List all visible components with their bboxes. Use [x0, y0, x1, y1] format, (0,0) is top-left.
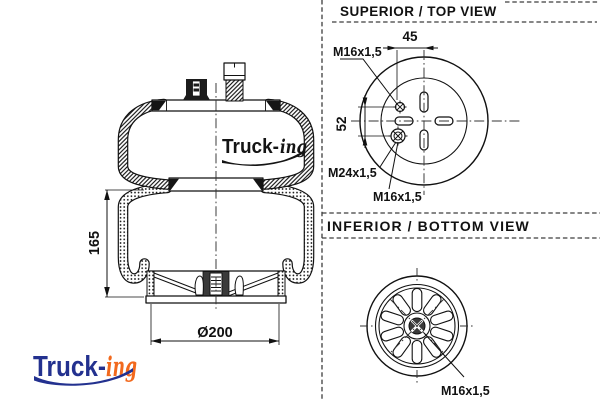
piston-clip-right — [234, 275, 244, 296]
dim-45: 45 — [383, 29, 438, 100]
dim-45-text: 45 — [402, 29, 418, 44]
brand-logo: Truck- ing — [33, 351, 137, 386]
panel-borders — [321, 0, 600, 400]
top-view-leaders — [340, 58, 399, 190]
top-view-centerlines — [351, 50, 521, 195]
bottom-view-centerlines — [360, 268, 474, 384]
side-view: Truck- ing 165 Ø200 — [87, 62, 315, 345]
piston-clip-left — [194, 275, 204, 296]
brand-logo-main: Truck- — [33, 351, 106, 383]
brand-logo-swoosh — [34, 368, 133, 386]
dim-165: 165 — [87, 189, 144, 298]
m16-hole-top — [393, 100, 407, 114]
thread-label-m16-bottom: M16x1,5 — [373, 190, 422, 204]
top-view-title: SUPERIOR / TOP VIEW — [340, 4, 497, 19]
bellows-lower-lobe — [117, 182, 315, 284]
side-logo-main: Truck- — [222, 136, 279, 158]
thread-label-m16-bottom-view: M16x1,5 — [441, 384, 490, 398]
threaded-stud — [223, 62, 246, 102]
air-fitting-stud — [183, 79, 210, 100]
dim-200: Ø200 — [150, 304, 280, 345]
brand-logo-suffix: ing — [106, 352, 137, 383]
side-view-logo: Truck- ing — [222, 136, 307, 166]
side-logo-suffix: ing — [280, 136, 307, 158]
dim-52-text: 52 — [334, 116, 349, 131]
thread-label-m16-top: M16x1,5 — [333, 45, 382, 59]
bellows-upper-dome — [117, 98, 315, 190]
dim-52: 52 — [334, 95, 394, 148]
bottom-view-ring — [374, 283, 460, 369]
bottom-view-petals — [380, 287, 454, 365]
dim-200-text: Ø200 — [197, 325, 232, 341]
thread-label-m24: M24x1,5 — [328, 166, 377, 180]
bottom-view-title: INFERIOR / BOTTOM VIEW — [327, 218, 530, 234]
bottom-view: INFERIOR / BOTTOM VIEW — [327, 218, 530, 398]
dim-165-text: 165 — [87, 231, 103, 255]
top-view: SUPERIOR / TOP VIEW — [328, 4, 521, 204]
bottom-view-leader — [423, 332, 465, 378]
